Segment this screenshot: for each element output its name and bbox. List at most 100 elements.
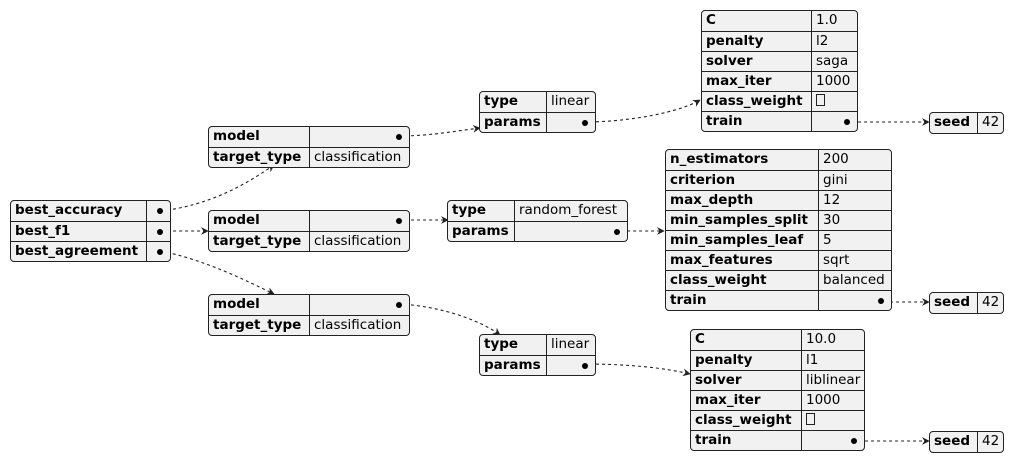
value-link: [547, 356, 595, 375]
param-value: 1.0: [816, 12, 838, 28]
row-class-weight: class_weight: [702, 91, 857, 111]
key-model: model: [209, 127, 310, 147]
link-dot-icon: [157, 229, 163, 235]
type-table-f1: type random_forest params: [447, 200, 628, 242]
key-seed: seed: [930, 432, 978, 452]
row-max-iter: max_iter 1000: [691, 390, 864, 410]
link-dot-icon: [396, 218, 402, 224]
value-seed: 42: [982, 294, 1000, 310]
param-key: penalty: [691, 351, 802, 370]
row-model: model: [209, 211, 409, 231]
value-link: [147, 242, 170, 261]
key-seed: seed: [930, 113, 978, 133]
link-dot-icon: [851, 438, 857, 444]
root-row-best-accuracy: best_accuracy: [11, 201, 170, 221]
param-key: train: [691, 431, 802, 450]
value-link: [812, 112, 857, 131]
value-link: [310, 127, 409, 147]
key-params: params: [480, 356, 547, 375]
param-key: max_depth: [666, 191, 819, 210]
key-best-f1: best_f1: [11, 222, 147, 241]
link-dot-icon: [157, 249, 163, 255]
model-table-f1: model target_type classification: [208, 210, 410, 252]
row-solver: solver saga: [702, 51, 857, 71]
key-type: type: [448, 201, 515, 221]
key-params: params: [480, 113, 547, 132]
row-max-depth: max_depth 12: [666, 190, 891, 210]
param-value: 12: [823, 192, 841, 208]
row-params: params: [480, 355, 595, 375]
edge-params3-agreement: [583, 363, 691, 377]
link-dot-icon: [396, 134, 402, 140]
row-target-type: target_type classification: [209, 231, 409, 251]
row-params: params: [480, 112, 595, 132]
value-link: [547, 113, 595, 132]
row-max-iter: max_iter 1000: [702, 71, 857, 91]
key-target-type: target_type: [209, 148, 310, 167]
param-key: class_weight: [666, 271, 819, 290]
param-value: 200: [823, 151, 849, 167]
row-solver: solver liblinear: [691, 370, 864, 390]
param-value: [802, 411, 864, 430]
param-key: criterion: [666, 171, 819, 190]
row-model: model: [209, 127, 409, 147]
value-type: random_forest: [519, 202, 618, 218]
value-seed: 42: [982, 433, 1000, 449]
key-best-accuracy: best_accuracy: [11, 201, 147, 221]
row-n-estimators: n_estimators 200: [666, 150, 891, 170]
value-seed: 42: [982, 114, 1000, 130]
param-key: max_features: [666, 251, 819, 270]
root-row-best-f1: best_f1: [11, 221, 170, 241]
seed-table-f1: seed 42: [929, 292, 1004, 314]
row-seed: seed 42: [930, 432, 1003, 452]
key-seed: seed: [930, 293, 978, 313]
param-value: [812, 92, 857, 111]
param-key: train: [702, 112, 812, 131]
param-key: train: [666, 291, 819, 310]
row-target-type: target_type classification: [209, 147, 409, 167]
param-key: solver: [691, 371, 802, 390]
edge-root-agreement: [160, 250, 275, 295]
edge-root-accuracy: [160, 164, 275, 212]
row-train: train: [691, 430, 864, 450]
type-table-agreement: type linear params: [479, 334, 596, 376]
key-best-agreement: best_agreement: [11, 242, 147, 261]
null-box-icon: [806, 413, 815, 425]
value-target-type: classification: [314, 149, 402, 165]
param-value: 1000: [816, 73, 851, 89]
param-value: l2: [816, 33, 829, 49]
param-key: n_estimators: [666, 150, 819, 170]
key-model: model: [209, 211, 310, 231]
param-value: 30: [823, 212, 841, 228]
params-table-f1: n_estimators 200 criterion gini max_dept…: [665, 149, 892, 311]
row-seed: seed 42: [930, 113, 1003, 133]
value-link: [310, 295, 409, 315]
value-link: [819, 291, 891, 310]
null-box-icon: [816, 94, 825, 106]
link-dot-icon: [582, 363, 588, 369]
row-seed: seed 42: [930, 293, 1003, 313]
param-key: max_iter: [702, 72, 812, 91]
row-penalty: penalty l2: [702, 31, 857, 51]
row-class-weight: class_weight: [691, 410, 864, 430]
value-link: [802, 431, 864, 450]
param-value: balanced: [823, 272, 885, 288]
value-type: linear: [551, 93, 590, 109]
edge-model3-type3: [398, 303, 501, 336]
param-value: l1: [806, 352, 819, 368]
root-row-best-agreement: best_agreement: [11, 241, 170, 261]
row-type: type linear: [480, 92, 595, 112]
param-key: min_samples_leaf: [666, 231, 819, 250]
row-params: params: [448, 221, 627, 241]
key-params: params: [448, 222, 515, 241]
param-key: C: [691, 330, 802, 350]
value-type: linear: [551, 336, 590, 352]
value-link: [310, 211, 409, 231]
param-key: penalty: [702, 32, 812, 51]
row-train: train: [666, 290, 891, 310]
value-link: [147, 201, 170, 221]
row-penalty: penalty l1: [691, 350, 864, 370]
row-criterion: criterion gini: [666, 170, 891, 190]
key-type: type: [480, 92, 547, 112]
row-min-samples-split: min_samples_split 30: [666, 210, 891, 230]
